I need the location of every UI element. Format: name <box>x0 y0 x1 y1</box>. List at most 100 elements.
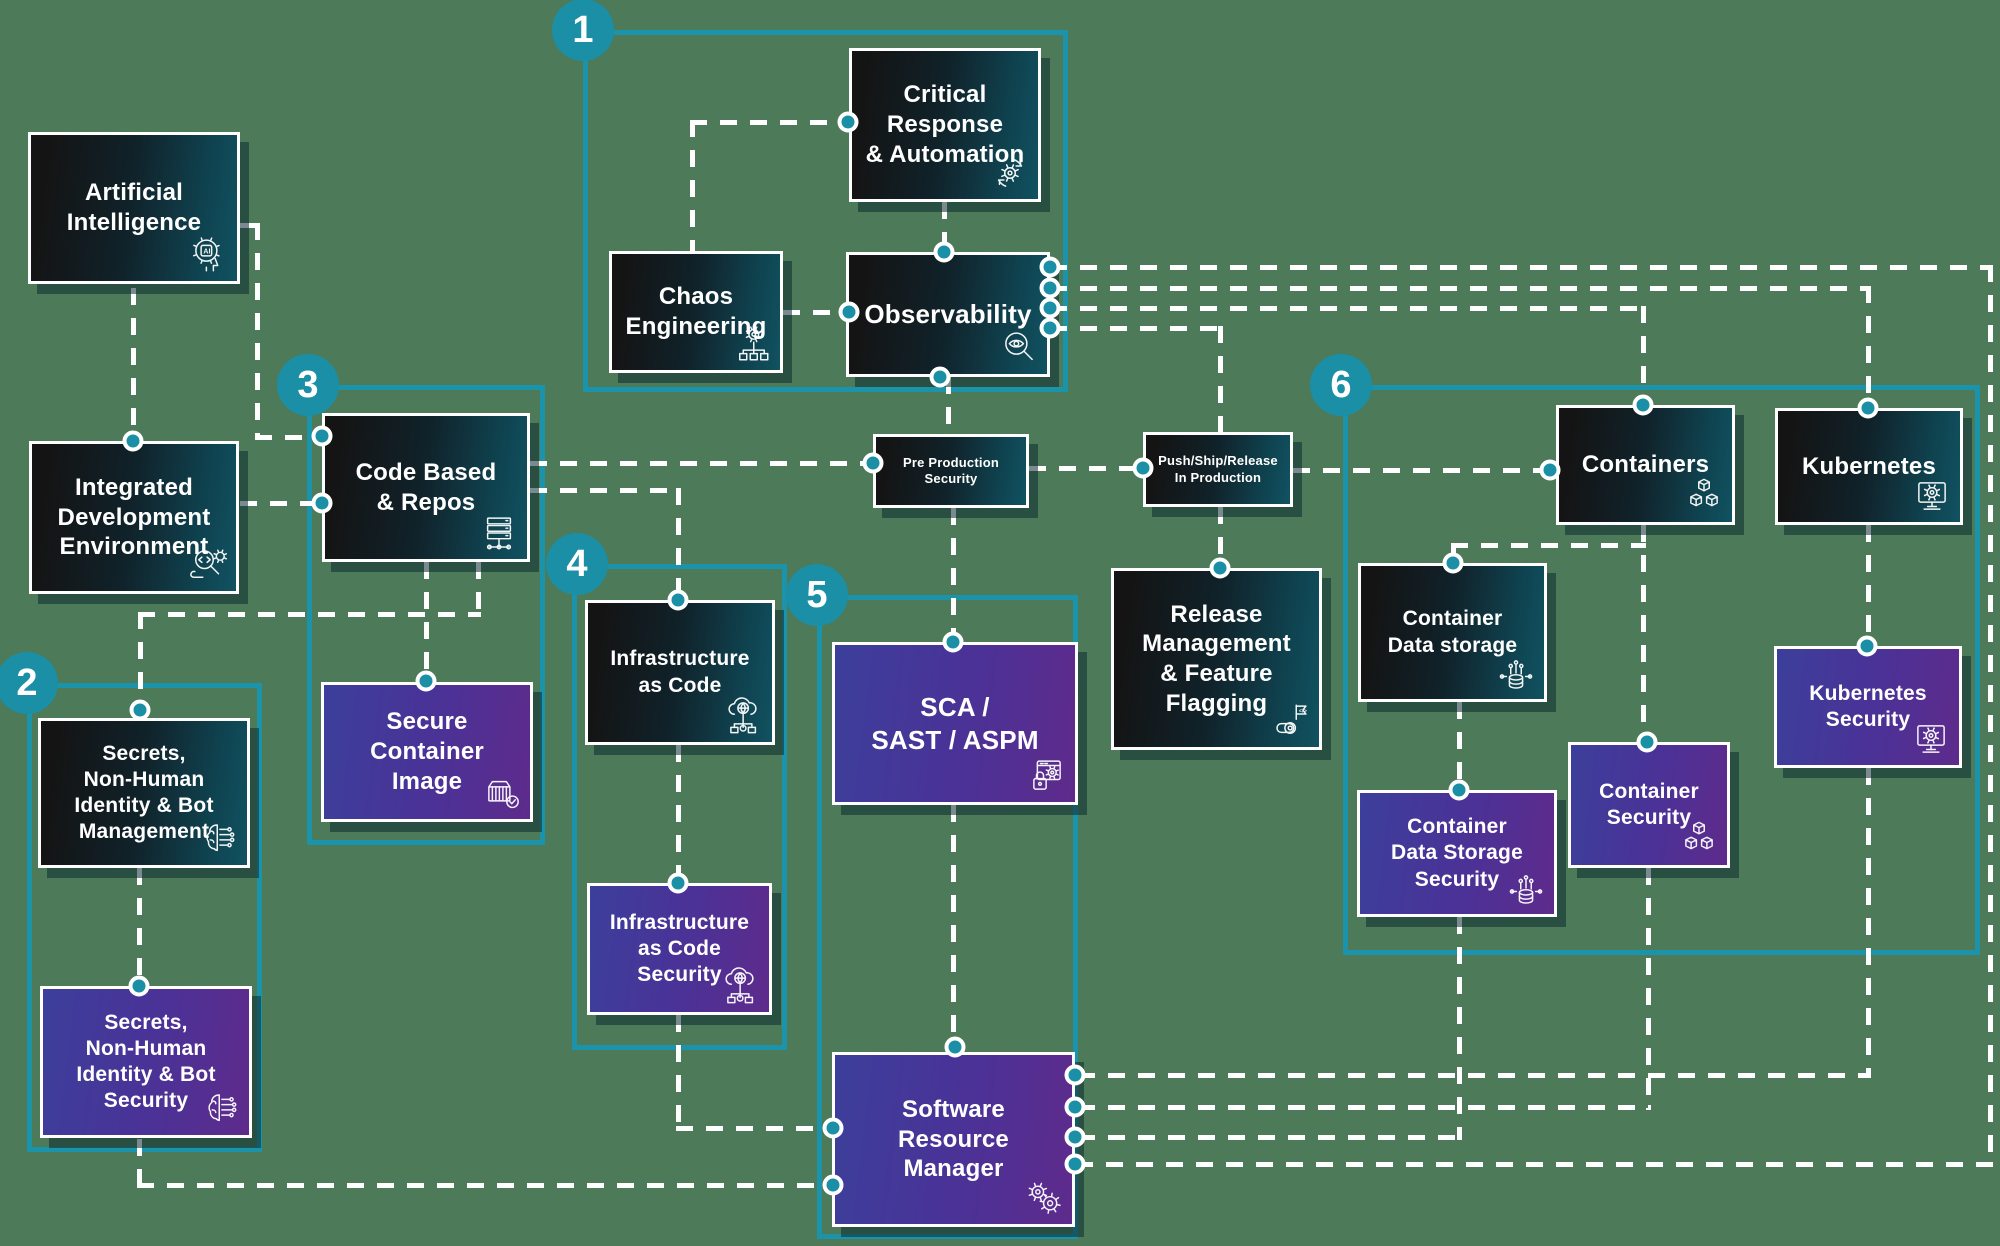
brain-circuit-icon <box>198 818 240 860</box>
group-1-badge: 1 <box>552 0 614 61</box>
connector-ai-to-ide <box>130 288 136 444</box>
connector-observability-right-edge-to-srm-right4 <box>1050 264 1993 270</box>
container-data-storage-node: Container Data storage <box>1358 563 1547 702</box>
connector-observability-to-containers-top <box>1050 305 1646 311</box>
database-circuit-icon <box>1505 867 1547 909</box>
connector-containers-to-container-security <box>1640 525 1646 742</box>
connection-dot <box>933 241 955 263</box>
chaos-engineering-label: Chaos Engineering <box>625 283 767 340</box>
kubernetes-label: Kubernetes <box>1801 452 1937 480</box>
group-1-outline <box>583 30 1068 392</box>
connector-observability-right-edge-to-srm-right4 <box>1987 265 1993 1167</box>
connector-observability-to-kubernetes-top <box>1865 286 1871 407</box>
secrets-security-node: Secrets, Non-Human Identity & Bot Securi… <box>40 986 252 1138</box>
kubernetes-security-node: Kubernetes Security <box>1774 646 1962 768</box>
group-2-badge: 2 <box>0 652 58 714</box>
connection-dot <box>667 589 689 611</box>
connection-dot <box>1856 635 1878 657</box>
connection-dot <box>862 452 884 474</box>
connection-dot <box>1632 394 1654 416</box>
critical-response-automation-label: Critical Response & Automation <box>865 81 1025 168</box>
connection-dot <box>311 425 333 447</box>
connection-dot <box>942 631 964 653</box>
connector-ai-to-code-based <box>254 223 260 440</box>
group-6-badge: 6 <box>1310 354 1372 416</box>
app-lock-icon <box>1026 755 1068 797</box>
connector-container-data-storage-to-cdss <box>1456 702 1462 789</box>
connection-dot <box>1064 1096 1086 1118</box>
connector-observability-to-pre-production <box>945 377 951 434</box>
automation-icon <box>989 152 1031 194</box>
connection-dot <box>1636 731 1658 753</box>
connection-dot <box>822 1117 844 1139</box>
critical-response-automation-node: Critical Response & Automation <box>849 48 1041 202</box>
secrets-security-label: Secrets, Non-Human Identity & Bot Securi… <box>76 1010 216 1113</box>
observability-label: Observability <box>864 299 1032 330</box>
containers-node: Containers <box>1556 405 1735 525</box>
connection-dot <box>1039 317 1061 339</box>
connector-secrets-security-to-srm-left2 <box>137 1182 831 1188</box>
integrated-development-environment-label: Integrated Development Environment <box>57 473 211 561</box>
connector-critical-response-to-observability <box>941 202 947 252</box>
group-2-outline <box>27 683 262 1152</box>
container-data-storage-label: Container Data storage <box>1387 607 1518 657</box>
connector-ide-to-code-based <box>240 500 320 506</box>
svg-text:AI: AI <box>203 248 210 255</box>
cubes-icon <box>1678 818 1720 860</box>
connector-container-security-to-srm-right2 <box>1078 1104 1651 1110</box>
connector-pre-production-to-sca <box>950 508 956 642</box>
integrated-development-environment-node: Integrated Development Environment <box>29 441 239 594</box>
release-management-label: Release Management & Feature Flagging <box>1142 600 1291 717</box>
connector-critical-response-to-chaos <box>689 120 695 251</box>
connector-observability-to-push-ship-top <box>1050 325 1223 331</box>
pre-production-security-node: Pre Production Security <box>873 434 1029 508</box>
connector-code-based-to-secure-container <box>423 562 429 681</box>
k8s-monitor-icon <box>1911 475 1953 517</box>
connection-dot <box>1039 256 1061 278</box>
connector-sca-to-srm <box>950 805 956 1049</box>
connector-iac-security-to-srm-left1 <box>675 1015 681 1131</box>
secure-container-image-node: Secure Container Image <box>321 682 533 822</box>
connector-code-based-to-iac <box>530 487 681 493</box>
container-data-storage-security-node: Container Data Storage Security <box>1357 790 1557 917</box>
brain-circuit-icon <box>200 1088 242 1130</box>
repository-icon <box>478 512 520 554</box>
secrets-management-label: Secrets, Non-Human Identity & Bot Manage… <box>74 741 214 844</box>
connector-kubernetes-security-to-srm-right1 <box>1865 768 1871 1078</box>
infrastructure-as-code-label: Infrastructure as Code <box>610 647 750 697</box>
container-security-label: Container Security <box>1599 779 1699 829</box>
push-ship-release-label: Push/Ship/Release In Production <box>1158 453 1278 485</box>
connector-observability-right-edge-to-srm-right4 <box>1076 1161 1993 1167</box>
release-management-node: Release Management & Feature Flagging </> <box>1111 568 1322 750</box>
ai-head-icon: AI <box>188 234 230 276</box>
code-search-icon <box>187 544 229 586</box>
pre-production-security-label: Pre Production Security <box>903 454 999 486</box>
code-based-repos-label: Code Based & Repos <box>355 458 497 516</box>
connection-dot <box>122 430 144 452</box>
connector-observability-to-kubernetes-top <box>1050 285 1871 291</box>
connector-pre-production-to-push-ship <box>1029 465 1142 471</box>
kubernetes-security-label: Kubernetes Security <box>1809 681 1927 731</box>
k8s-monitor-icon <box>1910 718 1952 760</box>
gear-flow-icon <box>731 323 773 365</box>
eye-magnifier-icon <box>998 327 1040 369</box>
software-resource-manager-label: Software Resource Manager <box>898 1095 1009 1183</box>
infrastructure-as-code-security-label: Infrastructure as Code Security <box>609 910 750 987</box>
connector-ai-to-code-based <box>255 434 320 440</box>
connection-dot <box>838 301 860 323</box>
cloud-network-icon <box>723 695 765 737</box>
group-6-outline <box>1343 385 1980 955</box>
connector-cdss-to-srm-right3 <box>1456 917 1462 1140</box>
chaos-engineering-node: Chaos Engineering <box>609 251 783 373</box>
connection-dot <box>1064 1153 1086 1175</box>
connector-push-ship-to-containers <box>1293 467 1551 473</box>
connection-dot <box>1132 457 1154 479</box>
connector-kubernetes-security-to-srm-right1 <box>1078 1072 1871 1078</box>
secure-container-image-label: Secure Container Image <box>370 708 484 795</box>
connector-observability-to-push-ship-top <box>1217 326 1223 432</box>
connection-dot <box>129 699 151 721</box>
svg-text:</>: </> <box>1299 708 1307 714</box>
connection-dot <box>929 366 951 388</box>
container-data-storage-security-label: Container Data Storage Security <box>1391 815 1523 891</box>
connector-code-based-to-pre-production <box>530 460 871 466</box>
